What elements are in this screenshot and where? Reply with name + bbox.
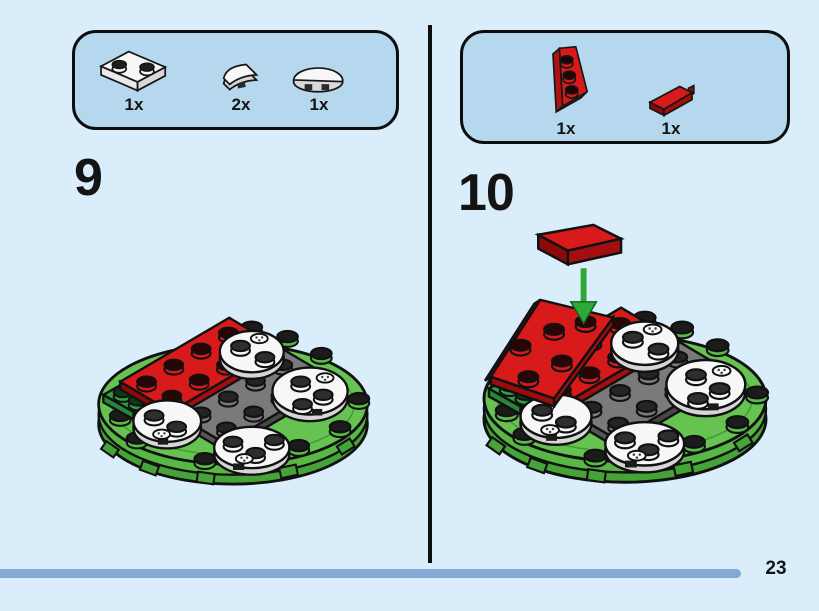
part-count: 1x [556, 118, 576, 138]
part-cell: 1x [628, 41, 714, 139]
down-arrow-icon [569, 268, 598, 325]
part-cell: 2x [197, 41, 285, 115]
part-cell: 1x [89, 41, 179, 115]
step-9-model-illustration [97, 316, 371, 486]
footer-bar [0, 569, 741, 578]
step-number: 9 [74, 149, 103, 207]
floating-red-slope [534, 223, 625, 267]
red-slope-icon [648, 83, 695, 117]
part-cell: 1x [275, 41, 363, 115]
step-10-model-illustration [482, 223, 770, 484]
white-plate-1x2-icon [99, 50, 168, 92]
step-number: 10 [458, 164, 515, 222]
part-count: 1x [124, 94, 144, 114]
page-number: 23 [765, 558, 787, 579]
step-10-parts-box: 1x 1x [460, 30, 790, 144]
red-wedge-plate-icon [552, 45, 589, 114]
part-count: 1x [661, 118, 681, 138]
step-9-parts-box: 1x 2x 1x [72, 30, 399, 130]
part-count: 2x [231, 94, 251, 114]
white-half-round-plate-icon [292, 66, 344, 93]
panel-divider [428, 25, 432, 563]
part-cell: 1x [523, 41, 609, 139]
part-count: 1x [309, 94, 329, 114]
white-quarter-round-tile-icon [222, 63, 259, 91]
